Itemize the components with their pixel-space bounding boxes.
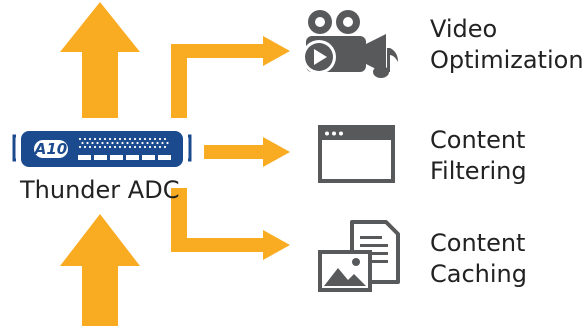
device-vent-dot [136,141,139,145]
device-vent-dot [91,141,94,145]
device-vent-dot [98,137,102,141]
device-vent-dot [98,145,102,149]
video-camera-music-icon [302,10,398,78]
label-video-optimization-line2: Optimization [430,46,584,74]
device-vent-dot [163,137,167,141]
bottom-up-arrow [60,214,140,326]
label-content-caching-line1: Content [430,229,526,257]
label-content-caching-line2: Caching [430,260,527,288]
device-vent-dot [138,137,142,141]
device-vent-dot [123,137,127,141]
thunder-adc-device: A10 [12,131,192,167]
device-vent-dot [118,137,122,141]
device-vent-dot [148,145,152,149]
device-vent-dot [93,137,97,141]
label-content-filtering: Content Filtering [430,125,527,187]
device-vent-dot [128,137,132,141]
device-vent-dot [111,141,114,145]
device-vent-dot [133,137,137,141]
device-vent-dot [151,141,154,145]
device-vent-dot [78,137,82,141]
device-vent-dot [113,145,117,149]
device-vent-dot [116,141,119,145]
device-vent-dot [148,137,152,141]
label-content-filtering-line2: Filtering [430,157,527,185]
arrow-to-video-optimization [171,36,290,118]
device-vent-dot [158,145,162,149]
device-vent-dot [146,141,149,145]
label-content-caching: Content Caching [430,228,527,290]
device-vent-dot [81,141,84,145]
device-port-blocks [78,155,171,160]
device-vent-dot [156,141,159,145]
device-vent-dot [133,145,137,149]
device-vent-dot [143,145,147,149]
device-vent-dot [143,137,147,141]
device-port-dots [78,137,169,149]
device-vent-dot [88,137,92,141]
device-vent-dot [131,141,134,145]
device-caption: Thunder ADC [20,176,180,204]
device-vent-dot [118,145,122,149]
device-vent-dot [103,137,107,141]
device-vent-dot [123,145,127,149]
device-left-bracket [12,134,16,162]
device-vent-dot [103,145,107,149]
label-content-filtering-line1: Content [430,126,526,154]
device-vent-dot [106,141,109,145]
device-vent-dot [158,137,162,141]
device-vent-dot [108,137,112,141]
device-logo-text: A10 [34,140,67,158]
label-video-optimization: Video Optimization [430,14,584,76]
browser-window-icon [318,125,395,183]
device-right-bracket [188,134,192,162]
device-vent-dot [93,145,97,149]
device-vent-dot [141,141,144,145]
device-vent-dot [78,145,82,149]
device-vent-dot [88,145,92,149]
device-vent-dot [121,141,124,145]
device-logo-badge [34,140,68,158]
device-vent-dot [86,141,89,145]
device-vent-dot [128,145,132,149]
device-vent-dot [163,145,167,149]
image-document-icon [318,220,400,292]
label-video-optimization-line1: Video [430,15,498,43]
arrow-to-content-caching [171,188,290,260]
device-vent-dot [96,141,99,145]
device-vent-dot [113,137,117,141]
device-vent-dot [101,141,104,145]
device-vent-dot [161,141,164,145]
device-vent-dot [126,141,129,145]
device-vent-dot [138,145,142,149]
device-vent-dot [108,145,112,149]
device-vent-dot [153,145,157,149]
device-vent-dot [153,137,157,141]
device-vent-dot [83,145,87,149]
arrow-to-content-filtering [204,137,290,167]
device-vent-dot [166,141,169,145]
device-vent-dot [83,137,87,141]
top-up-arrow [60,2,140,118]
